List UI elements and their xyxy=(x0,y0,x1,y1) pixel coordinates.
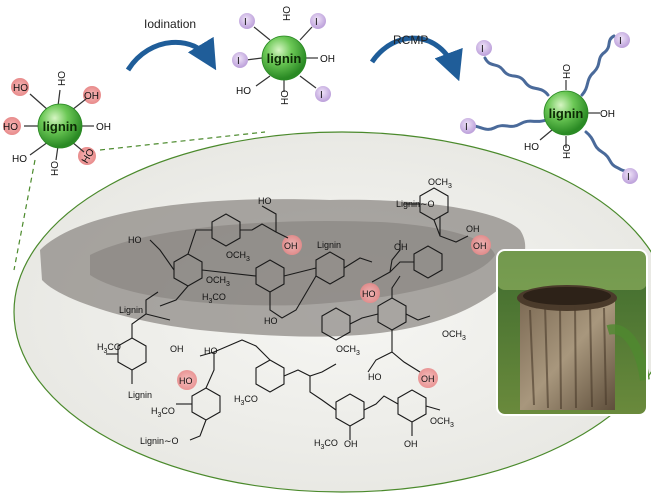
hydroxyl-label: HO xyxy=(50,161,61,176)
iodine-label: I xyxy=(627,172,630,183)
lignin-label: lignin xyxy=(267,51,302,66)
iodination-step: Iodination xyxy=(125,17,217,72)
methoxy-label: OCH3 xyxy=(428,177,452,190)
hydroxyl-label: HO xyxy=(562,144,573,159)
hydroxyl-highlight xyxy=(11,78,29,96)
hydroxyl-label: HO xyxy=(57,71,68,86)
hydroxyl-label: HO xyxy=(13,83,28,94)
lignin-particle-grafted: I I I I lignin HO OH HO HO xyxy=(460,32,638,184)
hydroxyl-label: HO xyxy=(12,154,27,165)
reaction-arrow xyxy=(369,35,463,82)
hydroxyl-label: HO xyxy=(128,235,142,245)
lignin-particle-hydroxyl: lignin HO HO OH HO OH HO HO HO xyxy=(3,71,111,176)
hydroxyl-label: OH xyxy=(84,91,99,102)
hydroxyl-label: HO xyxy=(562,64,573,79)
methoxy-label: OCH3 xyxy=(442,329,466,342)
iodine-atom xyxy=(232,52,248,68)
methoxy-label: H3CO xyxy=(234,394,258,407)
reaction-arrow xyxy=(125,36,217,72)
iodine-label: I xyxy=(237,56,240,67)
hydroxyl-highlight xyxy=(3,117,21,135)
methoxy-label: OCH3 xyxy=(336,344,360,357)
hydroxyl-label: HO xyxy=(368,372,382,382)
hydroxyl-highlight xyxy=(282,235,302,255)
iodine-label: I xyxy=(465,122,468,133)
lignin-sphere xyxy=(261,35,307,81)
polymer-chain xyxy=(580,34,616,97)
hydroxyl-label: OH xyxy=(466,224,480,234)
hydroxyl-highlight xyxy=(418,368,438,388)
iodine-label: I xyxy=(481,44,484,55)
hydroxyl-label: OH xyxy=(344,439,358,449)
methoxy-label: OCH3 xyxy=(226,250,250,263)
hydroxyl-label: HO xyxy=(3,122,18,133)
lignin-sphere xyxy=(37,103,83,149)
iodine-atom xyxy=(476,40,492,56)
iodine-label: I xyxy=(244,17,247,28)
rcmp-step: RCMP xyxy=(369,33,463,82)
hydroxyl-label: HO xyxy=(258,196,272,206)
hydroxyl-label: OH xyxy=(284,241,298,251)
hydroxyl-label: OH xyxy=(404,439,418,449)
hydroxyl-label: HO xyxy=(179,376,193,386)
step-label-rcmp: RCMP xyxy=(393,33,428,47)
polymer-chain xyxy=(483,56,550,97)
zoom-lines xyxy=(13,131,266,271)
lignin-chemical-structure: Lignin∼O OH OH HO HO OH Lignin Lignin Li… xyxy=(97,177,491,451)
iodine-atom xyxy=(622,168,638,184)
hydroxyl-label: OH xyxy=(600,109,615,120)
iodine-atom xyxy=(614,32,630,48)
polymer-chain xyxy=(471,118,548,131)
iodine-atom xyxy=(460,118,476,134)
methoxy-label: H3CO xyxy=(151,406,175,419)
hydroxyl-label: OH xyxy=(394,242,408,252)
linker-label: Lignin∼O xyxy=(140,436,179,446)
iodine-atom xyxy=(239,13,255,29)
tree-stump-photo xyxy=(496,249,650,416)
hydroxyl-label: HO xyxy=(280,90,291,105)
lignin-particle-iodinated: I I I I lignin HO OH HO HO xyxy=(232,6,335,105)
hydroxyl-label: OH xyxy=(473,241,487,251)
iodine-atom xyxy=(315,86,331,102)
lignin-label: lignin xyxy=(549,106,584,121)
methoxy-label: OCH3 xyxy=(206,275,230,288)
hydroxyl-label: OH xyxy=(320,54,335,65)
hydroxyl-highlight xyxy=(83,86,101,104)
polymer-chain xyxy=(584,130,632,176)
linker-label: Lignin xyxy=(317,240,341,250)
hydroxyl-highlight xyxy=(177,370,197,390)
hydroxyl-label: HO xyxy=(524,142,539,153)
hydroxyl-label: HO xyxy=(236,86,251,97)
hydroxyl-label: OH xyxy=(170,344,184,354)
hydroxyl-highlight xyxy=(360,283,380,303)
lignin-label: lignin xyxy=(43,119,78,134)
step-label-iodination: Iodination xyxy=(144,17,196,31)
lignin-sphere xyxy=(543,90,589,136)
hydroxyl-label: OH xyxy=(96,122,111,133)
hydroxyl-label: HO xyxy=(282,6,293,21)
hydroxyl-label: HO xyxy=(264,316,278,326)
methoxy-label: H3CO xyxy=(314,438,338,451)
iodine-label: I xyxy=(619,36,622,47)
iodine-atom xyxy=(310,13,326,29)
hydroxyl-label: HO xyxy=(204,346,218,356)
hydroxyl-highlight xyxy=(471,235,491,255)
methoxy-label: OCH3 xyxy=(430,416,454,429)
linker-label: Lignin∼O xyxy=(396,199,435,209)
hydroxyl-label: HO xyxy=(362,289,376,299)
methoxy-label: H3CO xyxy=(202,292,226,305)
methoxy-label: H3CO xyxy=(97,342,121,355)
hydroxyl-label: OH xyxy=(421,374,435,384)
linker-label: Lignin xyxy=(119,305,143,315)
iodine-label: I xyxy=(315,17,318,28)
linker-label: Lignin xyxy=(128,390,152,400)
iodine-label: I xyxy=(320,90,323,101)
